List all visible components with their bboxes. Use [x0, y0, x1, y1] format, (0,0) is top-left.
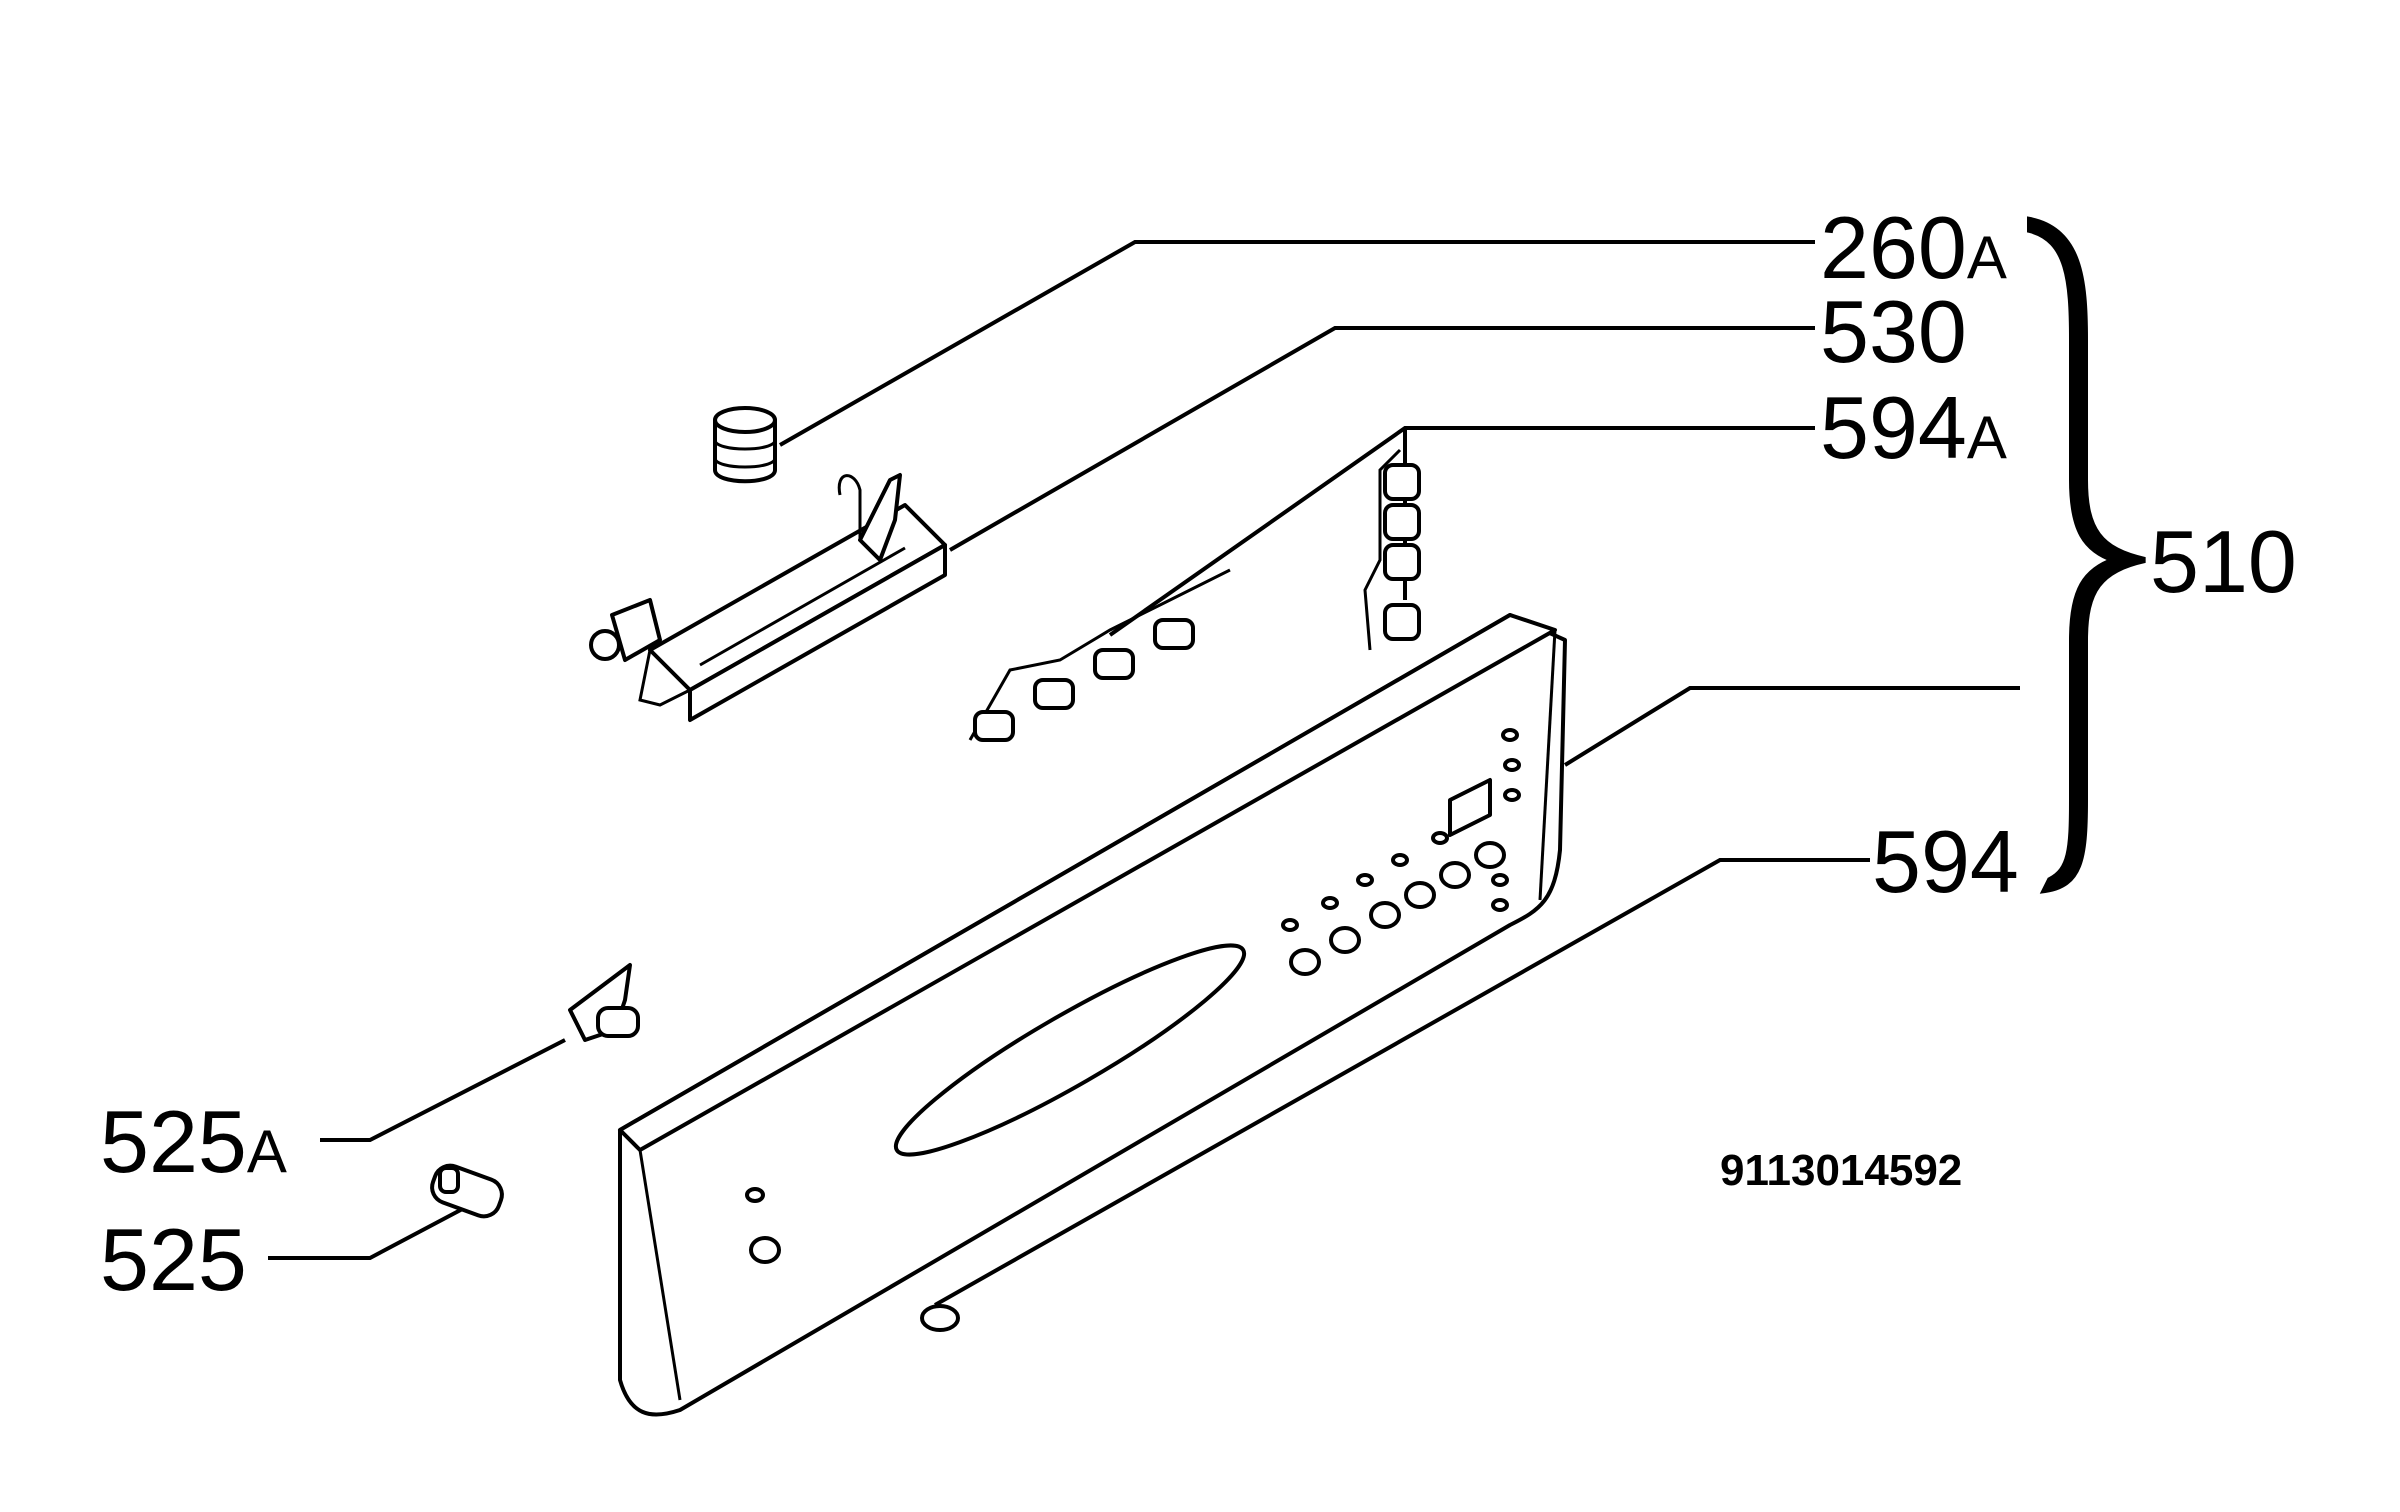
label-260a-suffix: A — [1967, 224, 2007, 291]
leader-594a — [1108, 426, 1815, 637]
label-594a-num: 594 — [1820, 378, 1967, 477]
document-number: 9113014592 — [1720, 1146, 1962, 1195]
leader-510-panel — [1563, 686, 2020, 767]
leader-525a — [320, 1038, 566, 1142]
part-594a-button-strip-vertical — [1363, 448, 1421, 651]
label-525a-num: 525 — [100, 1092, 247, 1191]
label-510: 510 — [2150, 512, 2297, 611]
leader-530 — [949, 326, 1815, 552]
label-525: 525 — [100, 1210, 247, 1309]
part-594-plug — [920, 1304, 960, 1332]
button-cap — [973, 618, 1195, 742]
part-594a-button-strip-horizontal — [968, 568, 1231, 742]
label-260a-num: 260 — [1820, 198, 1967, 297]
leader-594 — [934, 858, 1870, 1307]
leader-525 — [268, 1203, 471, 1260]
label-260a: 260A — [1820, 198, 2007, 297]
label-594a-suffix: A — [1967, 404, 2007, 471]
part-594-control-panel — [618, 613, 1567, 1417]
label-594a: 594A — [1820, 378, 2007, 477]
label-525a: 525A — [100, 1092, 287, 1191]
leader-lines — [268, 240, 2020, 1307]
part-530-rail — [589, 473, 947, 722]
part-525-knob — [430, 1163, 504, 1219]
part-260a-bushing — [713, 406, 777, 484]
label-594: 594 — [1872, 812, 2019, 911]
leader-260a — [779, 240, 1815, 447]
label-530: 530 — [1820, 282, 1967, 381]
part-525a-clip — [568, 963, 640, 1042]
label-525a-suffix: A — [247, 1118, 287, 1185]
brace-510 — [2027, 216, 2146, 894]
